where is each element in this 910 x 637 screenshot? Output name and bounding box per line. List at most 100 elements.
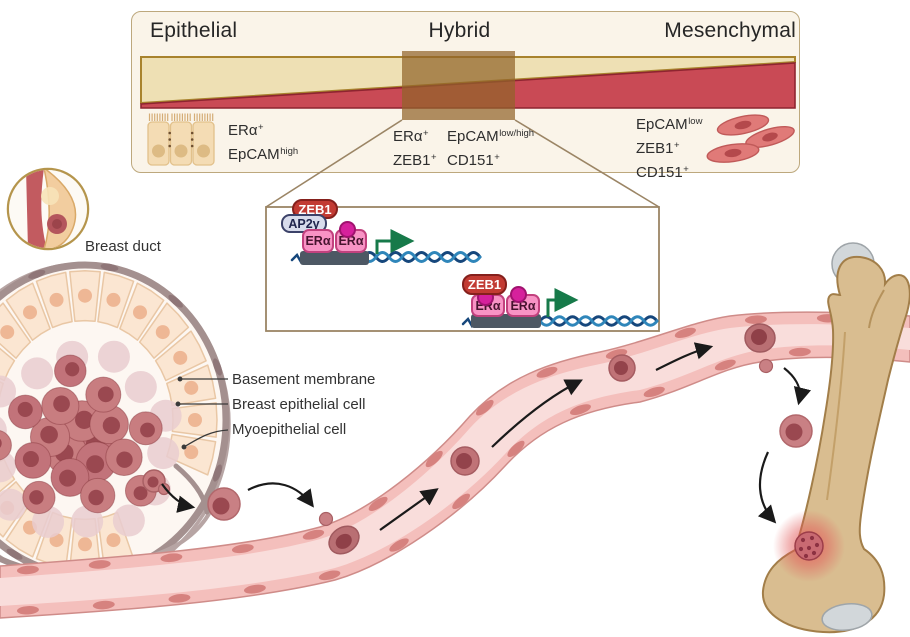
epithelial-cells-icon <box>147 113 215 166</box>
mechanism-inset-box <box>265 206 660 332</box>
endothelial-nucleus <box>92 600 115 610</box>
dna-response-element <box>300 251 369 265</box>
marker-line: EpCAMlow <box>636 116 703 133</box>
chest-muscle <box>26 170 47 248</box>
breast-duct <box>0 261 231 586</box>
tumor-nucleus <box>59 469 77 487</box>
endothelial-nucleus <box>389 538 409 552</box>
era-box-left: ERα <box>302 229 334 253</box>
metastasis-path <box>161 323 813 555</box>
epithelial-nucleus <box>184 380 199 395</box>
zoom-connector-left <box>265 119 403 208</box>
transcription-complex-2-dna <box>461 288 659 329</box>
endothelial-nucleus <box>16 565 39 575</box>
tumor-halo-cell <box>0 375 17 408</box>
tumor-nucleus <box>88 489 104 506</box>
tumor-nucleus <box>53 395 70 413</box>
dna-strand-light <box>361 251 482 263</box>
tumor-halo-cell <box>112 504 145 537</box>
dna-strand-dark <box>538 315 659 327</box>
marker-line: ZEB1+ <box>636 140 680 157</box>
endothelial-nucleus <box>452 493 471 510</box>
endothelial-nucleus <box>160 553 183 563</box>
zeb1-pill: ZEB1 <box>462 274 507 295</box>
breast-anatomy-inset <box>6 167 90 251</box>
endothelial-nucleus <box>168 594 191 603</box>
membrane-tear <box>173 463 210 515</box>
junction-dot <box>190 131 194 135</box>
endothelial-nucleus <box>368 496 388 511</box>
myoepithelial-nucleus <box>212 464 223 482</box>
myoepithelial-cell-label: Myoepithelial cell <box>232 421 347 438</box>
marker-line: EpCAMhigh <box>228 146 299 163</box>
header-mesenchymal: Mesenchymal <box>664 19 796 42</box>
invasion-arrow <box>161 483 196 513</box>
endothelial-nucleus <box>231 544 254 554</box>
myoepithelial-nucleus <box>168 294 183 308</box>
flow-arrow-2 <box>491 379 583 448</box>
epithelial-nucleus <box>78 288 92 303</box>
mesenchymal-cells-icon <box>706 114 795 163</box>
hybrid-markers-col2: EpCAMlow/high CD151+ <box>447 126 534 174</box>
escaped-tumor-cell <box>207 487 241 521</box>
epithelial-nucleus <box>188 413 202 427</box>
endothelial-nucleus <box>714 359 736 371</box>
flow-arrow-1 <box>379 488 439 531</box>
endothelial-nucleus <box>318 570 341 581</box>
tumor-halo-cell <box>21 357 54 390</box>
tumor-nucleus <box>40 425 58 444</box>
tumor-nucleus <box>17 401 33 417</box>
colonization-arrow <box>757 451 777 524</box>
endothelial-nucleus <box>788 347 811 357</box>
endothelial-nucleus <box>425 450 443 468</box>
migration-arrow <box>247 482 314 508</box>
tumor-nucleus <box>133 486 148 501</box>
epithelial-nucleus <box>78 537 92 552</box>
transcription-start-arrow <box>546 288 579 317</box>
marker-line: ERα+ <box>393 128 429 145</box>
tumor-halo-cell <box>147 437 180 470</box>
endothelial-nucleus <box>744 315 767 324</box>
junction-dot <box>190 138 194 141</box>
myoepithelial-nucleus <box>6 548 23 560</box>
tumor-nucleus <box>86 455 105 474</box>
endothelial-nucleus <box>536 366 558 378</box>
endothelial-nucleus <box>570 404 591 416</box>
bone-highlight <box>826 331 846 501</box>
duct-epithelial-cell <box>0 347 16 382</box>
marker-line: CD151+ <box>636 164 689 181</box>
epithelial-nucleus <box>173 350 188 365</box>
phospho-circle <box>510 286 527 303</box>
extravasating-cell <box>744 323 776 374</box>
tumor-nucleus <box>116 451 133 468</box>
epithelial-nucleus <box>106 292 121 307</box>
marker-line: ERα+ <box>228 122 264 139</box>
bone-metastasis-lesion <box>794 531 824 561</box>
emt-gradient-wedges <box>140 51 796 120</box>
header-hybrid: Hybrid <box>428 19 491 42</box>
tumor-nucleus <box>97 386 114 403</box>
bone-crease <box>868 289 885 329</box>
tumor-halo-cell <box>71 505 104 538</box>
dna-response-element <box>471 314 541 328</box>
tumor-cell <box>0 430 12 461</box>
endothelial-nucleus <box>302 529 325 540</box>
duct-epithelial-cell <box>0 302 32 359</box>
epithelial-nucleus <box>106 533 121 548</box>
junction-dot <box>190 144 194 148</box>
endothelial-nucleus <box>643 386 665 398</box>
endothelial-nucleus <box>674 327 696 339</box>
header-epithelial: Epithelial <box>150 19 238 42</box>
intravasating-cell <box>318 511 360 555</box>
epithelial-nucleus <box>0 325 15 340</box>
phospho-circle <box>339 221 356 238</box>
mesenchymal-markers: EpCAMlow ZEB1+ CD151+ <box>636 114 702 186</box>
epithelial-nucleus <box>184 445 199 460</box>
transcription-start-arrow <box>375 229 415 254</box>
ap2gamma-pill: AP2γ <box>281 214 327 233</box>
epithelial-nucleus <box>23 305 37 320</box>
transcription-complex-1-dna <box>290 229 482 265</box>
tumor-nucleus <box>140 422 155 438</box>
